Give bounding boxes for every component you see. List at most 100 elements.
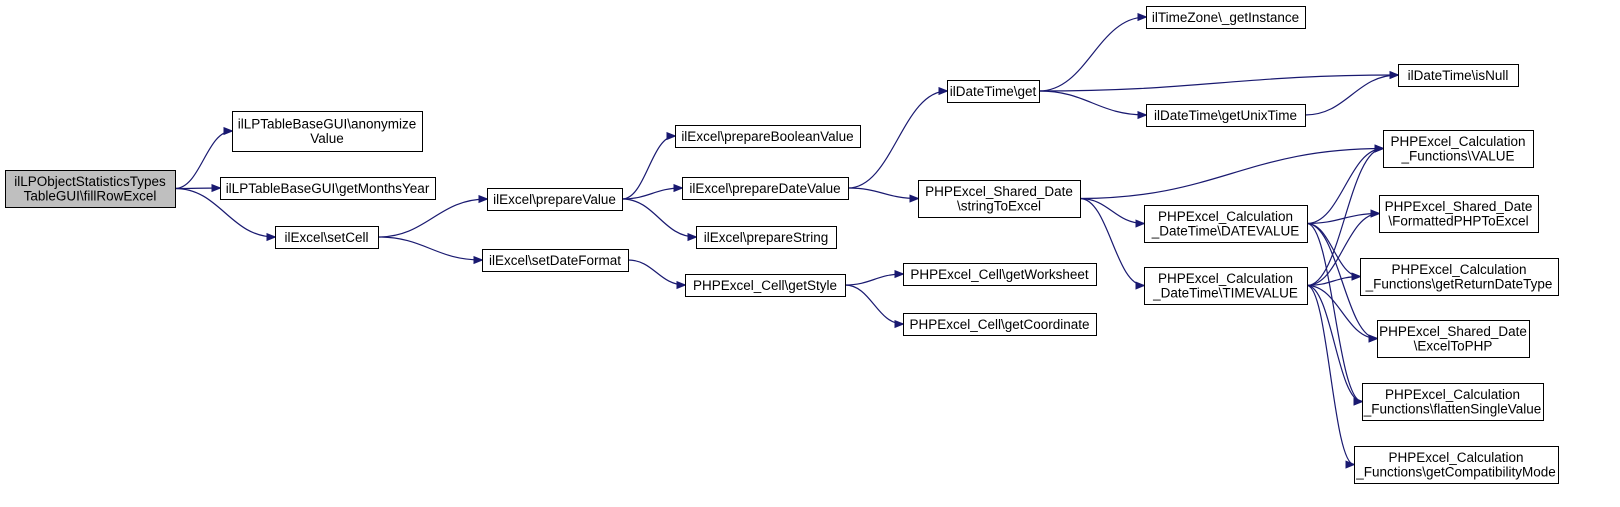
node-tzGetInstance[interactable]: ilTimeZone\_getInstance [1146,6,1306,29]
node-root[interactable]: ilLPObjectStatisticsTypesTableGUI\fillRo… [5,170,176,208]
node-VALUE[interactable]: PHPExcel_Calculation_Functions\VALUE [1383,130,1534,168]
node-box-setCell [275,226,379,249]
edge-TIMEVALUE-to-FormattedPHPToExcel [1306,214,1379,287]
edges-layer [174,17,1398,465]
node-label-stringToExcel-0: PHPExcel_Shared_Date [925,184,1073,199]
node-box-stringToExcel [918,180,1081,218]
node-label-FormattedPHPToExcel-1: \FormattedPHPToExcel [1388,214,1528,229]
edge-DATEVALUE-to-flattenSingleValue [1306,222,1362,402]
node-label-TIMEVALUE-0: PHPExcel_Calculation [1158,271,1293,286]
node-label-getUnixTime-0: ilDateTime\getUnixTime [1154,108,1297,123]
node-label-getCoordinate-0: PHPExcel_Cell\getCoordinate [909,317,1089,332]
node-isNull[interactable]: ilDateTime\isNull [1398,64,1519,87]
edge-root-to-setCell [174,187,275,238]
node-label-flattenSingleValue-0: PHPExcel_Calculation [1385,387,1520,402]
edge-TIMEVALUE-to-flattenSingleValue [1306,284,1362,402]
node-DATEVALUE[interactable]: PHPExcel_Calculation_DateTime\DATEVALUE [1144,205,1308,243]
node-label-getWorksheet-0: PHPExcel_Cell\getWorksheet [910,267,1089,282]
node-getMonthsYear[interactable]: ilLPTableBaseGUI\getMonthsYear [220,177,436,200]
node-box-VALUE [1383,130,1534,168]
node-box-getMonthsYear [220,177,436,200]
edge-dtGet-to-getUnixTime [1038,90,1146,115]
node-setCell[interactable]: ilExcel\setCell [275,226,379,249]
edge-stringToExcel-to-TIMEVALUE [1079,197,1144,286]
edge-prepareDateValue-to-dtGet [847,91,947,189]
node-label-root-1: TableGUI\fillRowExcel [24,189,157,204]
node-label-dtGet-0: ilDateTime\get [950,84,1037,99]
node-getCompatibilityMode[interactable]: PHPExcel_Calculation_Functions\getCompat… [1354,446,1559,484]
node-box-FormattedPHPToExcel [1379,195,1539,233]
node-label-getCompatibilityMode-1: _Functions\getCompatibilityMode [1355,465,1556,480]
node-label-isNull-0: ilDateTime\isNull [1408,68,1509,83]
edge-prepareValue-to-prepareDateValue [621,188,682,200]
edge-getUnixTime-to-isNull [1304,75,1398,116]
node-label-DATEVALUE-0: PHPExcel_Calculation [1158,209,1293,224]
node-prepareValue[interactable]: ilExcel\prepareValue [487,188,623,211]
node-prepareString[interactable]: ilExcel\prepareString [696,226,837,249]
node-getStyle[interactable]: PHPExcel_Cell\getStyle [685,274,846,297]
node-stringToExcel[interactable]: PHPExcel_Shared_Date\stringToExcel [918,180,1081,218]
node-label-prepareString-0: ilExcel\prepareString [704,230,829,245]
edge-TIMEVALUE-to-getReturnDateType [1306,277,1360,287]
node-label-flattenSingleValue-1: _Functions\flattenSingleValue [1363,402,1542,417]
node-label-getStyle-0: PHPExcel_Cell\getStyle [693,278,837,293]
node-box-getUnixTime [1146,104,1306,127]
node-label-FormattedPHPToExcel-0: PHPExcel_Shared_Date [1385,199,1533,214]
node-getCoordinate[interactable]: PHPExcel_Cell\getCoordinate [903,313,1097,336]
node-label-stringToExcel-1: \stringToExcel [957,199,1041,214]
node-label-setDateFormat-0: ilExcel\setDateFormat [489,253,621,268]
edge-DATEVALUE-to-ExcelToPHP [1306,222,1377,339]
edge-getStyle-to-getWorksheet [844,274,903,286]
node-box-getReturnDateType [1360,258,1559,296]
edge-DATEVALUE-to-VALUE [1306,149,1383,225]
edge-setCell-to-setDateFormat [377,236,482,260]
node-label-root-0: ilLPObjectStatisticsTypes [14,174,166,189]
node-prepareDateValue[interactable]: ilExcel\prepareDateValue [682,177,849,200]
node-label-VALUE-0: PHPExcel_Calculation [1390,134,1525,149]
node-getWorksheet[interactable]: PHPExcel_Cell\getWorksheet [903,263,1097,286]
edge-prepareDateValue-to-stringToExcel [847,187,918,199]
edge-root-to-anonymize [174,131,232,190]
node-box-anonymize [232,111,423,152]
node-box-prepareDateValue [682,177,849,200]
node-label-TIMEVALUE-1: _DateTime\TIMEVALUE [1152,286,1298,301]
edge-dtGet-to-tzGetInstance [1038,17,1146,92]
node-label-anonymize-1: Value [310,131,344,146]
edge-stringToExcel-to-VALUE [1079,149,1383,200]
edge-prepareValue-to-prepareBooleanValue [621,136,675,200]
node-box-setDateFormat [482,249,629,272]
node-setDateFormat[interactable]: ilExcel\setDateFormat [482,249,629,272]
node-label-VALUE-1: _Functions\VALUE [1400,149,1514,164]
node-box-getWorksheet [903,263,1097,286]
edge-TIMEVALUE-to-VALUE [1306,149,1383,287]
node-ExcelToPHP[interactable]: PHPExcel_Shared_Date\ExcelToPHP [1377,320,1530,358]
edge-setDateFormat-to-getStyle [627,259,685,285]
node-dtGet[interactable]: ilDateTime\get [947,80,1040,103]
node-getReturnDateType[interactable]: PHPExcel_Calculation_Functions\getReturn… [1360,258,1559,296]
node-box-getCoordinate [903,313,1097,336]
node-label-prepareBooleanValue-0: ilExcel\prepareBooleanValue [681,129,853,144]
node-box-prepareString [696,226,837,249]
node-prepareBooleanValue[interactable]: ilExcel\prepareBooleanValue [675,125,861,148]
node-box-prepareValue [487,188,623,211]
node-box-TIMEVALUE [1144,267,1308,305]
node-label-getCompatibilityMode-0: PHPExcel_Calculation [1388,450,1523,465]
node-TIMEVALUE[interactable]: PHPExcel_Calculation_DateTime\TIMEVALUE [1144,267,1308,305]
node-box-getStyle [685,274,846,297]
node-box-flattenSingleValue [1362,383,1544,421]
edge-getStyle-to-getCoordinate [844,284,903,324]
node-box-ExcelToPHP [1377,320,1530,358]
node-label-tzGetInstance-0: ilTimeZone\_getInstance [1152,10,1299,25]
node-getUnixTime[interactable]: ilDateTime\getUnixTime [1146,104,1306,127]
edge-prepareValue-to-prepareString [621,198,696,237]
edge-dtGet-to-isNull [1038,75,1398,92]
edge-setCell-to-prepareValue [377,199,487,238]
node-FormattedPHPToExcel[interactable]: PHPExcel_Shared_Date\FormattedPHPToExcel [1379,195,1539,233]
node-box-DATEVALUE [1144,205,1308,243]
edge-stringToExcel-to-DATEVALUE [1079,197,1144,224]
node-flattenSingleValue[interactable]: PHPExcel_Calculation_Functions\flattenSi… [1362,383,1544,421]
node-box-root [5,170,176,208]
node-label-getReturnDateType-0: PHPExcel_Calculation [1391,262,1526,277]
